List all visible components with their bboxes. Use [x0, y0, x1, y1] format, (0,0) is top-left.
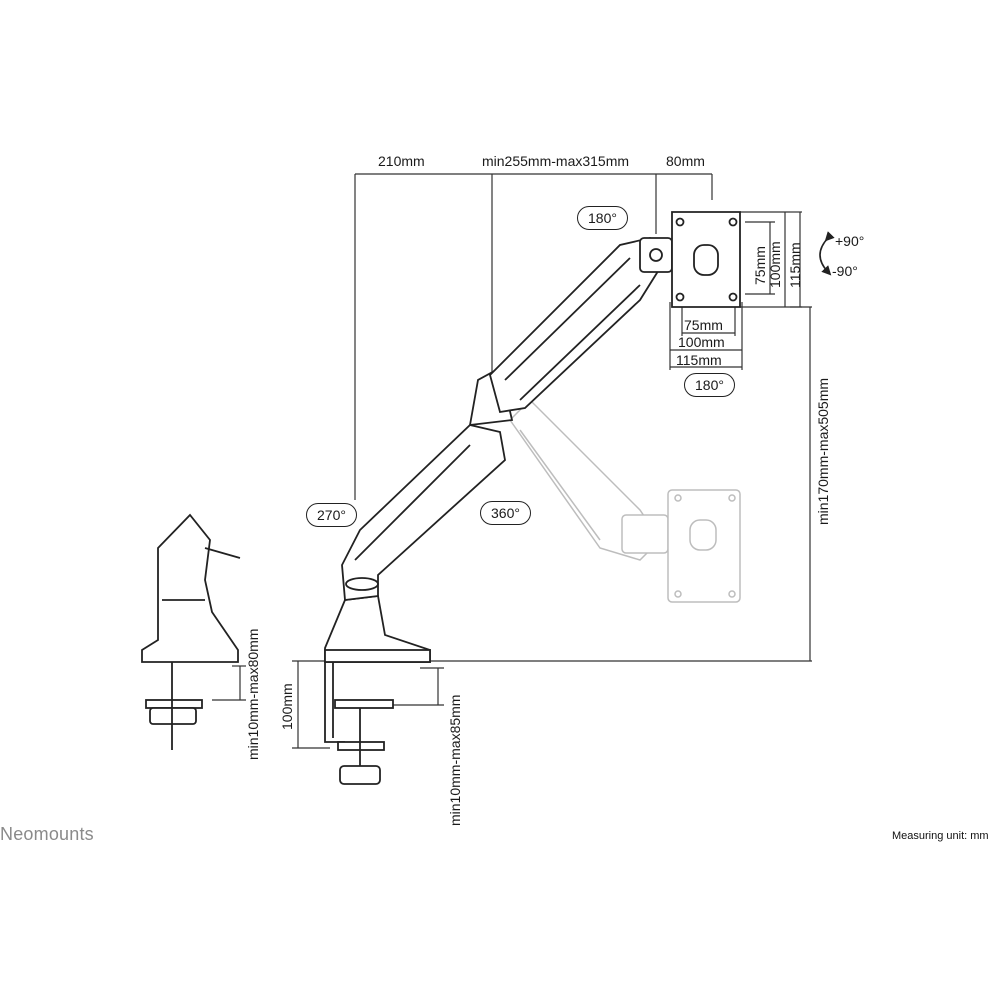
grommet-thickness-label: min10mm-max80mm	[245, 628, 261, 760]
tilt-down-label: -90°	[832, 263, 858, 279]
vesa-v75-label: 75mm	[752, 246, 768, 285]
swivel-top-badge: 180°	[577, 206, 628, 230]
measuring-unit-note: Measuring unit: mm	[892, 830, 989, 842]
arm-lowered-position	[509, 398, 741, 603]
brand-logo: Neomounts	[0, 824, 94, 844]
grommet-base	[141, 513, 241, 750]
height-range-label: min170mm-max505mm	[815, 377, 831, 525]
vesa-plate	[671, 211, 741, 308]
desk-clamp	[324, 595, 431, 785]
upper-arm	[488, 236, 673, 414]
dimension-lines	[212, 173, 812, 749]
clamp-thickness-label: min10mm-max85mm	[447, 694, 463, 826]
arm-rotation-badge: 360°	[480, 501, 531, 525]
clamp-height-label: 100mm	[279, 683, 295, 730]
head-depth-label: 80mm	[666, 153, 705, 169]
vesa-v115-label: 115mm	[787, 242, 803, 288]
vesa-h75-label: 75mm	[684, 317, 723, 333]
swivel-bottom-badge: 180°	[684, 373, 735, 397]
tilt-up-label: +90°	[835, 233, 865, 249]
vesa-h100-label: 100mm	[678, 334, 725, 350]
arm-reach-label: min255mm-max315mm	[482, 153, 630, 169]
tilt-arrow	[819, 231, 835, 276]
vesa-v100-label: 100mm	[767, 241, 783, 288]
vesa-h115-label: 115mm	[676, 352, 722, 368]
arm-column	[341, 366, 514, 602]
base-rotation-badge: 270°	[306, 503, 357, 527]
top-offset-label: 210mm	[378, 153, 425, 169]
